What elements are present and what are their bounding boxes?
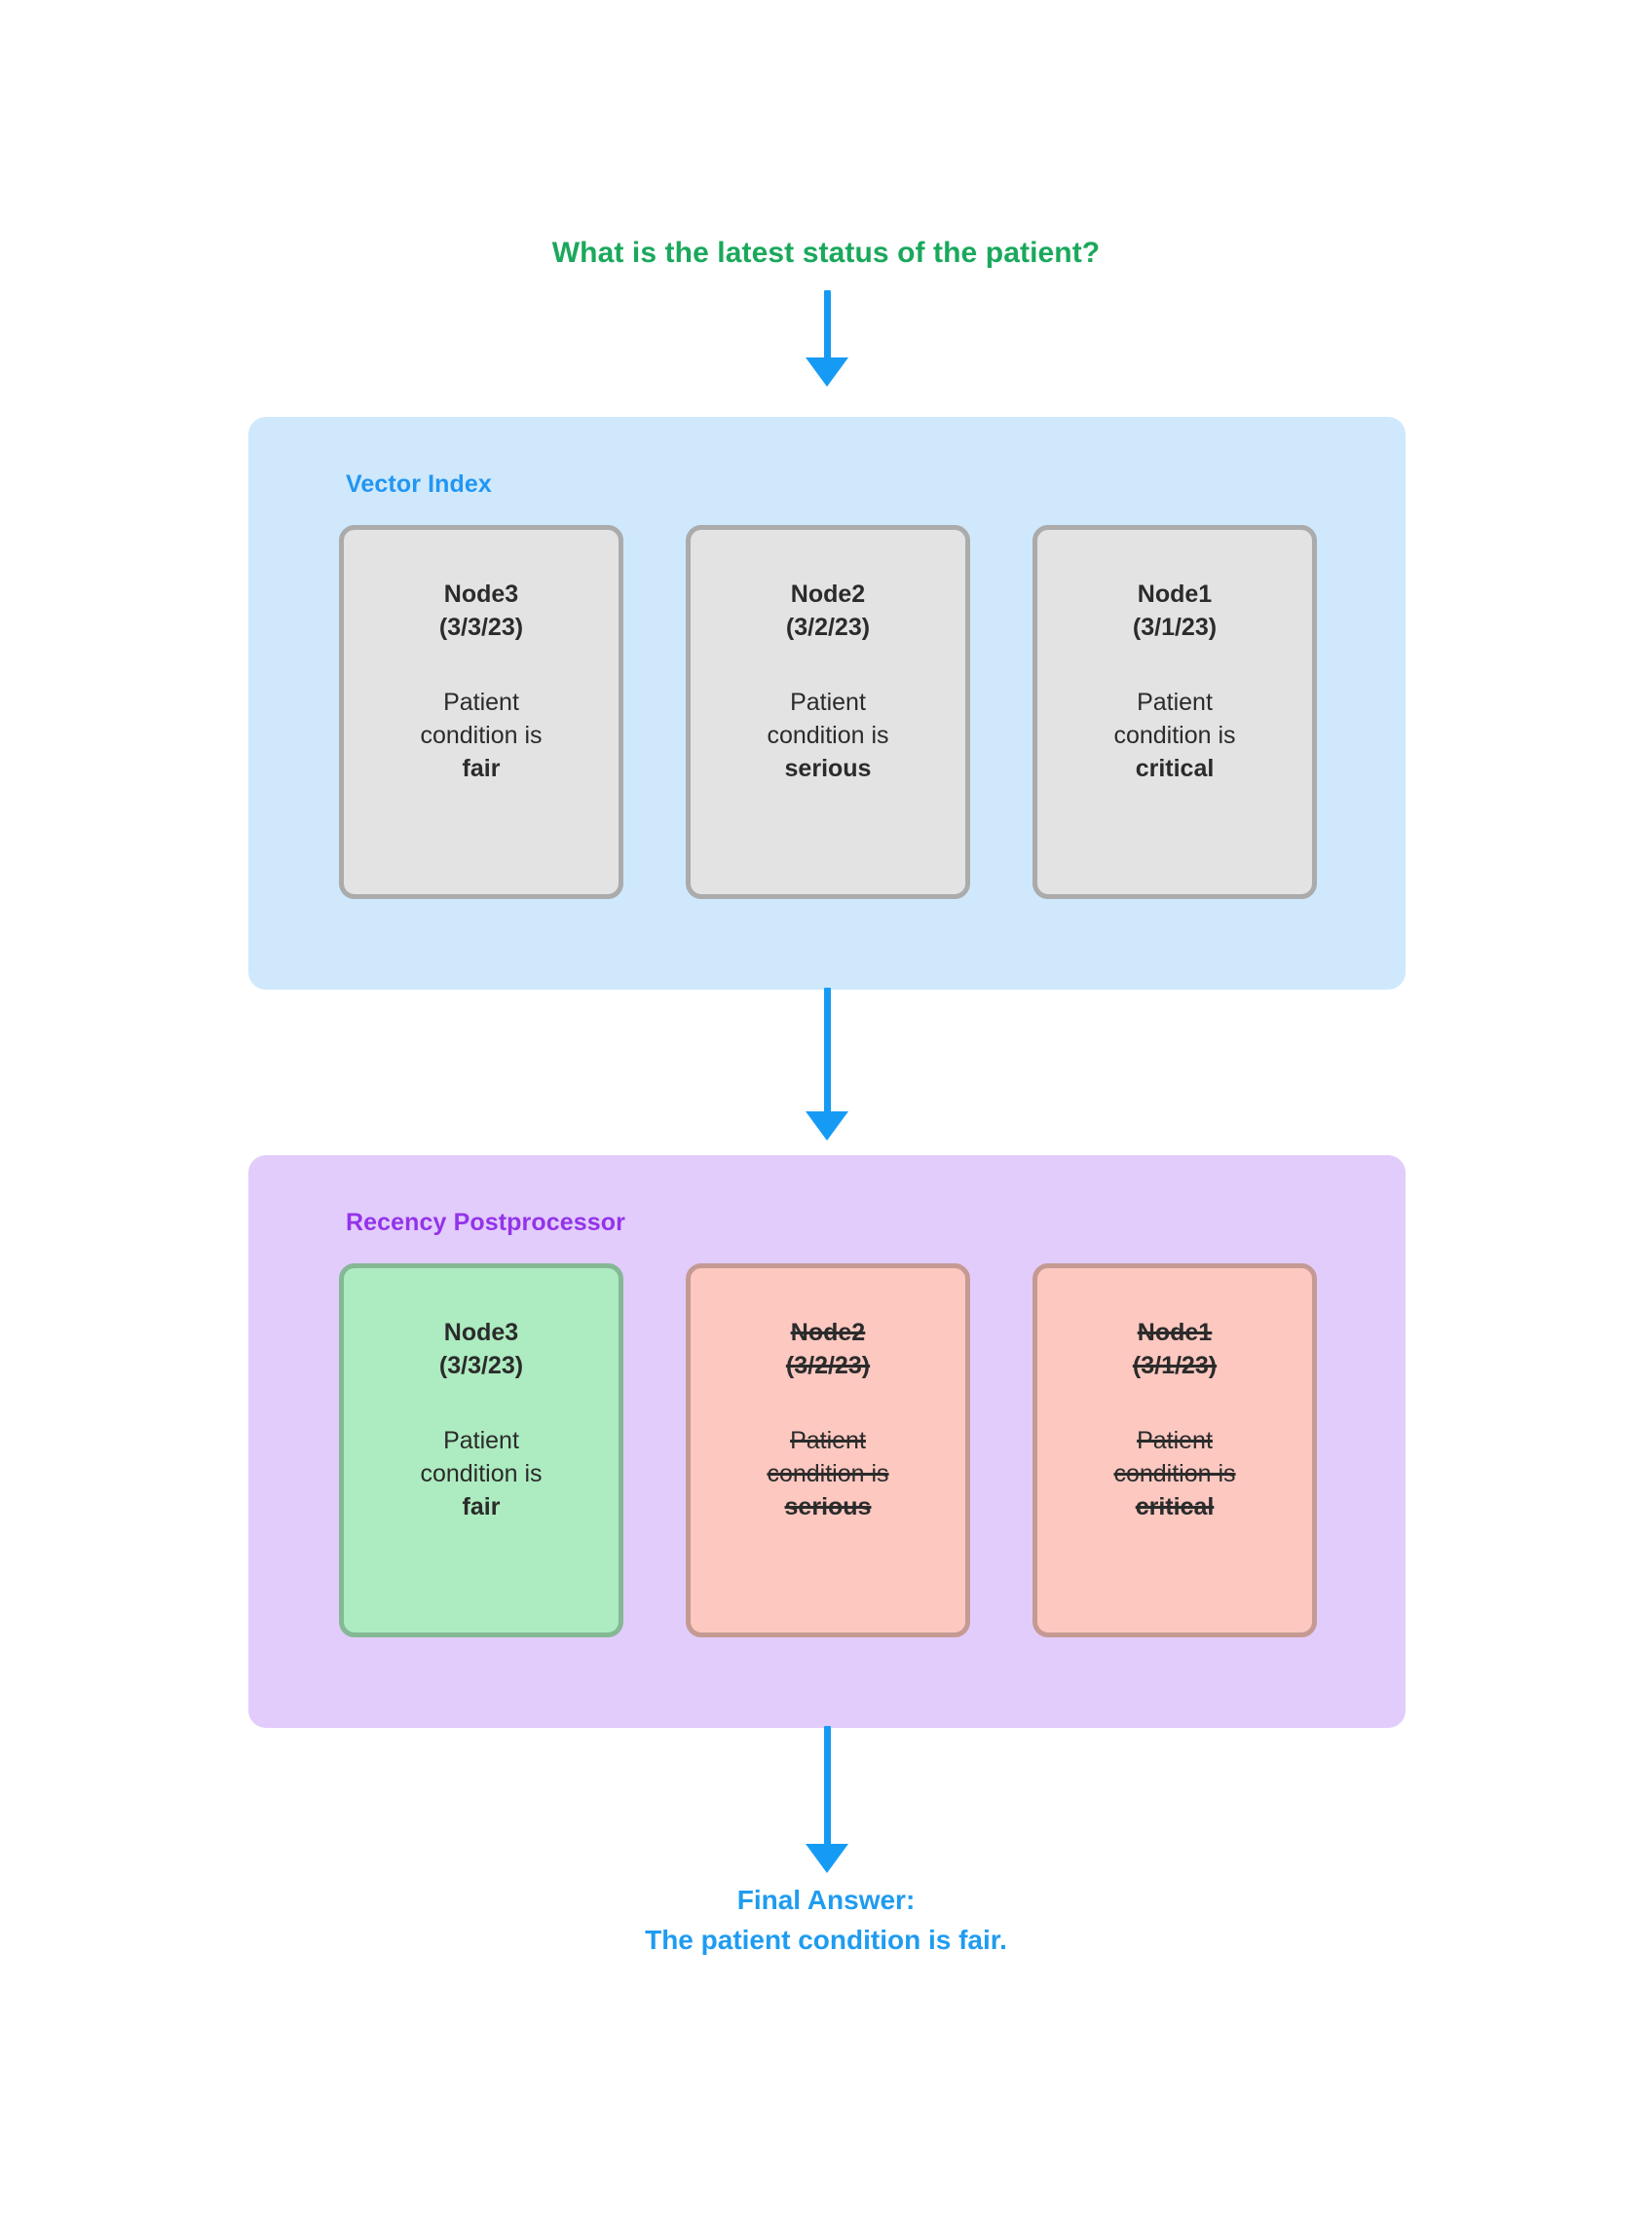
arrow-recency-to-final-answer xyxy=(806,1726,848,1873)
node-card: Node2 (3/2/23) Patient condition is serious xyxy=(686,525,970,899)
node-card-title: Node3 (3/3/23) xyxy=(439,579,523,645)
arrow-head-icon xyxy=(806,357,848,387)
arrow-shaft xyxy=(823,290,831,358)
node-card-name: Node3 xyxy=(443,581,519,608)
node-card-body-line1: Patient xyxy=(790,688,866,716)
node-card-status: serious xyxy=(784,1492,872,1520)
node-card-date: (3/2/23) xyxy=(785,613,871,641)
vector-index-panel: Vector Index Node3 (3/3/23) Patient conditi… xyxy=(248,417,1406,990)
node-card-body: Patient condition is critical xyxy=(1072,686,1277,785)
node-card-body-line2: condition is xyxy=(1113,721,1236,749)
node-card-title: Node2 (3/2/23) xyxy=(786,579,870,645)
node-card-date: (3/1/23) xyxy=(1132,613,1218,641)
vector-index-title: Vector Index xyxy=(346,470,492,498)
node-card-title: Node2 (3/2/23) xyxy=(786,1317,870,1383)
node-card-date: (3/1/23) xyxy=(1132,1351,1218,1379)
node-card-status: critical xyxy=(1135,754,1215,782)
node-card-body-line1: Patient xyxy=(790,1426,866,1454)
node-card-date: (3/2/23) xyxy=(785,1351,871,1379)
node-card-date: (3/3/23) xyxy=(438,1351,524,1379)
node-card-body-line2: condition is xyxy=(420,721,543,749)
recency-postprocessor-title: Recency Postprocessor xyxy=(346,1209,625,1236)
final-answer-text: The patient condition is fair. xyxy=(645,1925,1007,1956)
node-card-name: Node2 xyxy=(790,581,866,608)
node-card-body: Patient condition is critical xyxy=(1072,1424,1277,1523)
node-card-body: Patient condition is fair xyxy=(379,686,583,785)
node-card-status: serious xyxy=(784,754,872,782)
node-card-name: Node3 xyxy=(443,1319,519,1346)
node-card-status: fair xyxy=(462,1492,501,1520)
node-card-name: Node1 xyxy=(1137,581,1213,608)
recency-postprocessor-panel: Recency Postprocessor Node3 (3/3/23) Patie… xyxy=(248,1155,1406,1728)
final-answer-label: Final Answer: xyxy=(736,1885,916,1915)
node-card: Node2 (3/2/23) Patient condition is serious xyxy=(686,1263,970,1637)
node-card-title: Node1 (3/1/23) xyxy=(1133,1317,1217,1383)
node-card: Node1 (3/1/23) Patient condition is critical xyxy=(1032,525,1317,899)
node-card-status: critical xyxy=(1135,1492,1215,1520)
node-card-body-line1: Patient xyxy=(443,688,519,716)
node-card-title: Node3 (3/3/23) xyxy=(439,1317,523,1383)
node-card-name: Node2 xyxy=(790,1319,866,1346)
node-card-body-line2: condition is xyxy=(767,1459,889,1487)
node-card-body-line2: condition is xyxy=(1113,1459,1236,1487)
node-card-body-line2: condition is xyxy=(767,721,889,749)
node-card: Node3 (3/3/23) Patient condition is fair xyxy=(339,1263,623,1637)
question-heading: What is the latest status of the patient… xyxy=(551,237,1101,269)
arrow-question-to-vector-index xyxy=(806,290,848,387)
node-card-body: Patient condition is serious xyxy=(726,1424,930,1523)
arrow-head-icon xyxy=(806,1111,848,1141)
node-card-body-line1: Patient xyxy=(443,1426,519,1454)
node-card-status: fair xyxy=(462,754,501,782)
node-card-body-line1: Patient xyxy=(1137,1426,1213,1454)
node-card-name: Node1 xyxy=(1137,1319,1213,1346)
node-card-date: (3/3/23) xyxy=(438,613,524,641)
arrow-head-icon xyxy=(806,1844,848,1873)
arrow-vector-index-to-recency xyxy=(806,988,848,1141)
node-card-title: Node1 (3/1/23) xyxy=(1133,579,1217,645)
node-card: Node1 (3/1/23) Patient condition is critical xyxy=(1032,1263,1317,1637)
node-card-body: Patient condition is serious xyxy=(726,686,930,785)
node-card-body-line1: Patient xyxy=(1137,688,1213,716)
arrow-shaft xyxy=(823,1726,831,1845)
node-card-body-line2: condition is xyxy=(420,1459,543,1487)
node-card: Node3 (3/3/23) Patient condition is fair xyxy=(339,525,623,899)
final-answer: Final Answer: The patient condition is f… xyxy=(0,1880,1652,1961)
node-card-body: Patient condition is fair xyxy=(379,1424,583,1523)
arrow-shaft xyxy=(823,988,831,1112)
